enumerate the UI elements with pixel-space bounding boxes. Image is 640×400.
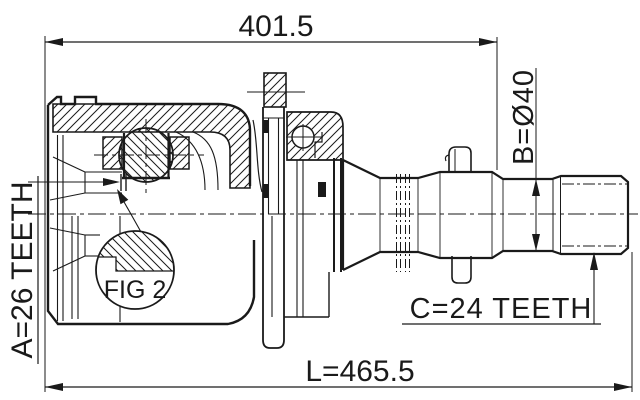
leader-arrow <box>590 252 598 270</box>
callout-spline-c: C=24 TEETH <box>402 252 601 325</box>
seal-block <box>262 120 269 133</box>
dim-arrow-up <box>532 179 540 196</box>
inner-joint-housing-lower <box>46 105 256 326</box>
dim-arrow-left <box>45 38 63 46</box>
leader-arrow <box>117 189 129 205</box>
drive-shaft <box>333 146 630 284</box>
cv-ball <box>118 127 174 183</box>
dim-diameter-b: B=Ø40 <box>508 68 540 251</box>
shaft-clamp-upper <box>444 146 472 172</box>
leader-arrow <box>103 178 120 186</box>
callout-spline-a: A=26 TEETH <box>6 176 120 364</box>
center-bearing <box>247 72 344 318</box>
cv-ball-and-cage <box>94 119 204 193</box>
dim-401: 401.5 <box>45 10 497 46</box>
spline-c-label: C=24 TEETH <box>410 293 593 325</box>
seal-block <box>318 182 326 197</box>
dim-arrow-right <box>614 383 632 391</box>
fig2-detail: FIG 2 <box>95 189 175 310</box>
inner-joint-housing-upper <box>47 95 263 201</box>
dim-length-label: L=465.5 <box>305 355 414 388</box>
dim-arrow-left <box>45 383 63 391</box>
dim-401-label: 401.5 <box>238 10 313 43</box>
dim-arrow-down <box>532 234 540 251</box>
seal-block <box>262 184 269 198</box>
damper-position-lines <box>396 174 410 272</box>
bracket-tab <box>263 72 287 108</box>
spline-a-label: A=26 TEETH <box>6 181 39 358</box>
shaft-clamp-lower <box>451 256 472 284</box>
dim-arrow-right <box>479 38 497 46</box>
boot-clamp-band <box>262 107 285 349</box>
thread-depth-lines <box>562 183 627 247</box>
diameter-b-label: B=Ø40 <box>508 69 540 165</box>
fig2-label: FIG 2 <box>104 276 167 304</box>
dim-length: L=465.5 <box>45 355 632 391</box>
shaft-outline <box>342 159 630 271</box>
dimensions: 401.5 L=465.5 B=Ø40 A=26 TEETH C=24 TEET… <box>6 10 633 392</box>
